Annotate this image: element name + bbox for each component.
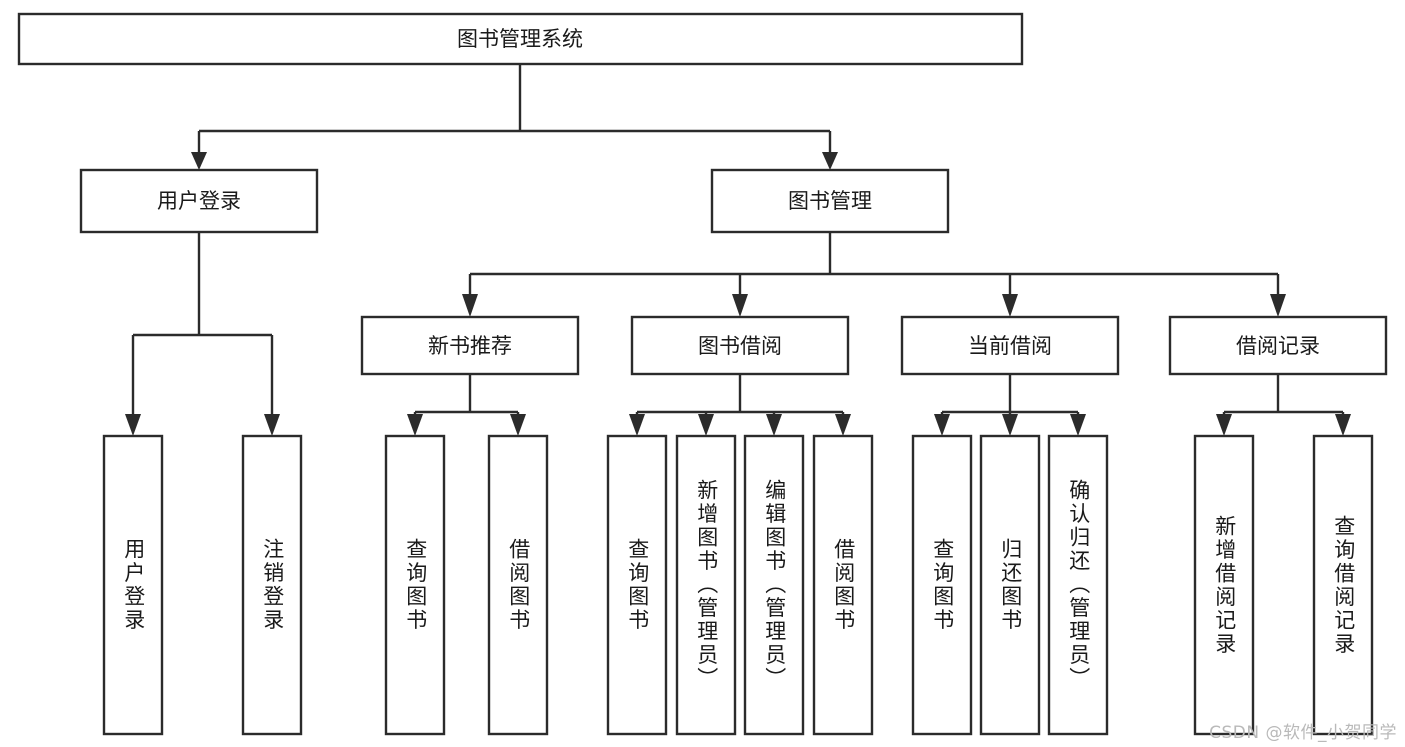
leaf-box-logout[interactable]: [241, 434, 303, 736]
leaf-box-borrow-book-2[interactable]: [812, 434, 874, 736]
arrow-head-icon: [822, 152, 838, 170]
arrow-head-icon: [934, 414, 950, 436]
node-current-borrow-label: 当前借阅: [968, 334, 1052, 358]
node-user-login-label: 用户登录: [157, 189, 241, 213]
leaf-box-confirm-return[interactable]: [1047, 434, 1109, 736]
node-root[interactable]: 图书管理系统: [17, 12, 1024, 66]
arrow-head-icon: [191, 152, 207, 170]
arrow-head-icon: [766, 414, 782, 436]
node-book-management[interactable]: 图书管理: [710, 168, 950, 234]
arrow-head-icon: [264, 414, 280, 436]
connector-current-to-leaves: [934, 374, 1086, 436]
leaf-box-query-record[interactable]: [1312, 434, 1374, 736]
node-user-login[interactable]: 用户登录: [79, 168, 319, 234]
node-book-management-box[interactable]: [710, 168, 950, 234]
node-book-management-label: 图书管理: [788, 189, 872, 213]
leaf-box-return-book[interactable]: [979, 434, 1041, 736]
arrow-head-icon: [407, 414, 423, 436]
connector-root-to-level2: [191, 64, 838, 170]
node-current-borrow-box[interactable]: [900, 315, 1120, 376]
arrow-head-icon: [629, 414, 645, 436]
arrow-head-icon: [462, 294, 478, 317]
arrow-head-icon: [1270, 294, 1286, 317]
node-borrow-record-box[interactable]: [1168, 315, 1388, 376]
arrow-head-icon: [125, 414, 141, 436]
leaf-box-query-book-3[interactable]: [911, 434, 973, 736]
leaf-box-add-record[interactable]: [1193, 434, 1255, 736]
node-book-borrow-label: 图书借阅: [698, 334, 782, 358]
arrow-head-icon: [1216, 414, 1232, 436]
node-user-login-box[interactable]: [79, 168, 319, 234]
node-new-book-recommend[interactable]: 新书推荐: [360, 315, 580, 376]
leaf-box-edit-book[interactable]: [743, 434, 805, 736]
arrow-head-icon: [510, 414, 526, 436]
connector-bookmgmt-to-level3: [462, 232, 1286, 317]
leaf-box-query-book-1[interactable]: [384, 434, 446, 736]
node-new-book-recommend-label: 新书推荐: [428, 334, 512, 358]
node-root-label: 图书管理系统: [457, 27, 583, 51]
node-book-borrow-box[interactable]: [630, 315, 850, 376]
arrow-head-icon: [1002, 414, 1018, 436]
node-new-book-recommend-box[interactable]: [360, 315, 580, 376]
connector-newbook-to-leaves: [407, 374, 526, 436]
node-borrow-record[interactable]: 借阅记录: [1168, 315, 1388, 376]
node-root-box[interactable]: [17, 12, 1024, 66]
leaf-box-borrow-book-1[interactable]: [487, 434, 549, 736]
node-current-borrow[interactable]: 当前借阅: [900, 315, 1120, 376]
leaf-box-query-book-2[interactable]: [606, 434, 668, 736]
connector-userlogin-to-leaves: [125, 232, 280, 436]
node-borrow-record-label: 借阅记录: [1236, 334, 1320, 358]
watermark-text: CSDN @软件_小贺同学: [1209, 723, 1397, 743]
arrow-head-icon: [1335, 414, 1351, 436]
arrow-head-icon: [835, 414, 851, 436]
leaf-box-add-book[interactable]: [675, 434, 737, 736]
node-book-borrow[interactable]: 图书借阅: [630, 315, 850, 376]
arrow-head-icon: [1002, 294, 1018, 317]
leaf-box-user-login[interactable]: [102, 434, 164, 736]
connector-borrow-to-leaves: [629, 374, 851, 436]
arrow-head-icon: [1070, 414, 1086, 436]
arrow-head-icon: [698, 414, 714, 436]
connector-record-to-leaves: [1216, 374, 1351, 436]
arrow-head-icon: [732, 294, 748, 317]
